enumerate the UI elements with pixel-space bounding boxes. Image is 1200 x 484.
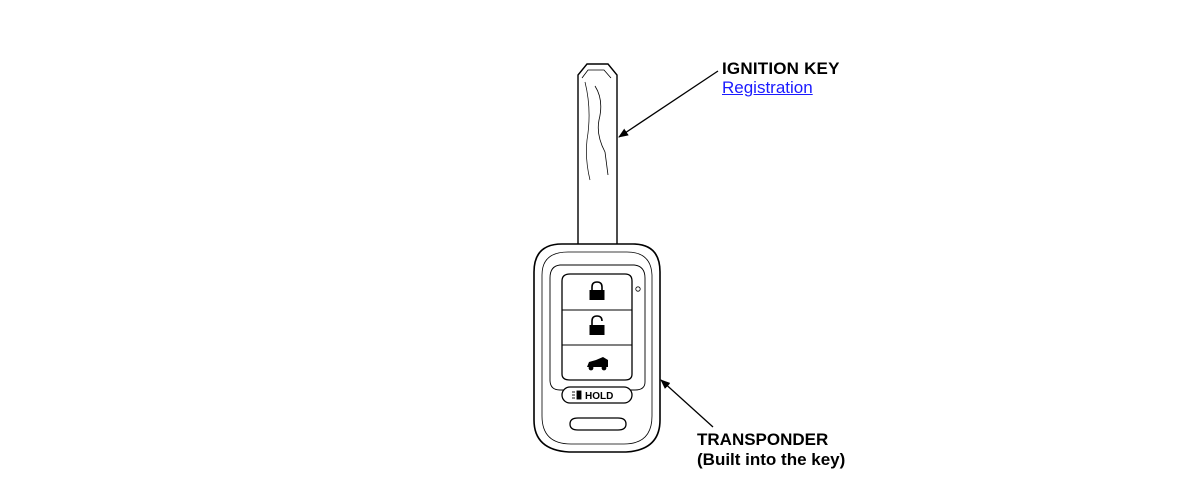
- lock-button[interactable]: [563, 275, 631, 309]
- ignition-key-callout: IGNITION KEY Registration: [722, 59, 840, 98]
- transponder-note: (Built into the key): [697, 450, 846, 469]
- hold-button[interactable]: HOLD: [561, 386, 633, 404]
- hold-button-label: HOLD: [585, 391, 613, 402]
- trunk-button[interactable]: [563, 346, 631, 379]
- transponder-callout: TRANSPONDER (Built into the key): [697, 430, 845, 470]
- lock-icon: [589, 281, 605, 300]
- led-indicator: [635, 286, 641, 292]
- unlock-button[interactable]: [563, 311, 631, 344]
- key-ring-slot: [569, 417, 627, 431]
- ignition-key-leader: [618, 70, 719, 138]
- key-blade: [577, 63, 618, 244]
- ignition-key-label: IGNITION KEY: [722, 59, 840, 78]
- transponder-leader: [660, 379, 714, 428]
- transponder-label: TRANSPONDER: [697, 430, 829, 449]
- registration-link[interactable]: Registration: [722, 78, 813, 97]
- unlock-icon: [589, 315, 605, 335]
- trunk-icon: [587, 357, 608, 371]
- panic-icon: [572, 390, 582, 400]
